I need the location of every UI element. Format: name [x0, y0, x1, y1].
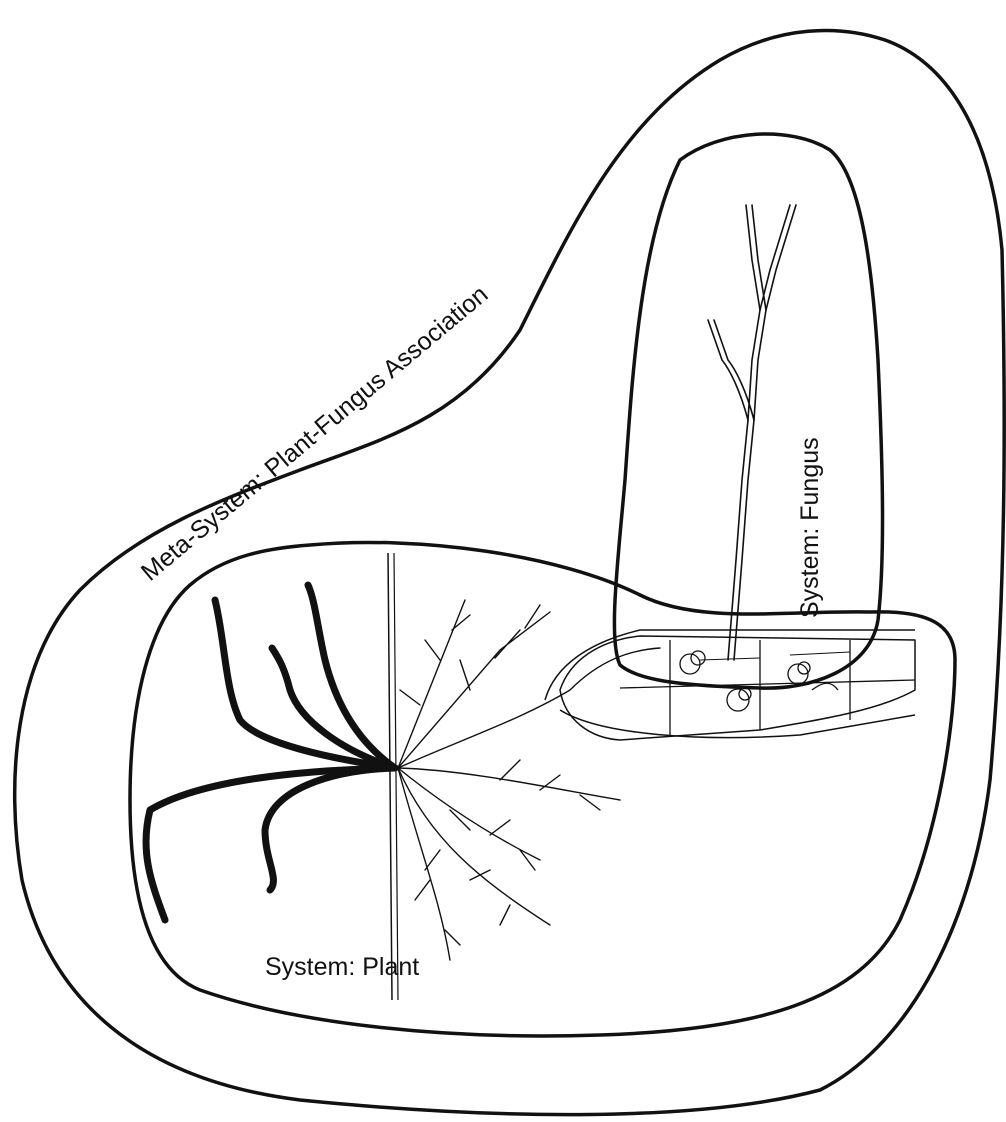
plant-stem	[388, 553, 398, 1000]
root-cells	[545, 630, 915, 740]
meta-system-label: Meta-System: Plant-Fungus Association	[136, 280, 494, 586]
fungal-hyphae	[708, 205, 796, 660]
plant-system-boundary	[130, 542, 955, 1035]
fine-roots	[398, 600, 660, 960]
fungus-system-label: System: Fungus	[796, 437, 824, 618]
plant-system-label: System: Plant	[265, 953, 419, 981]
thick-roots	[146, 585, 395, 920]
